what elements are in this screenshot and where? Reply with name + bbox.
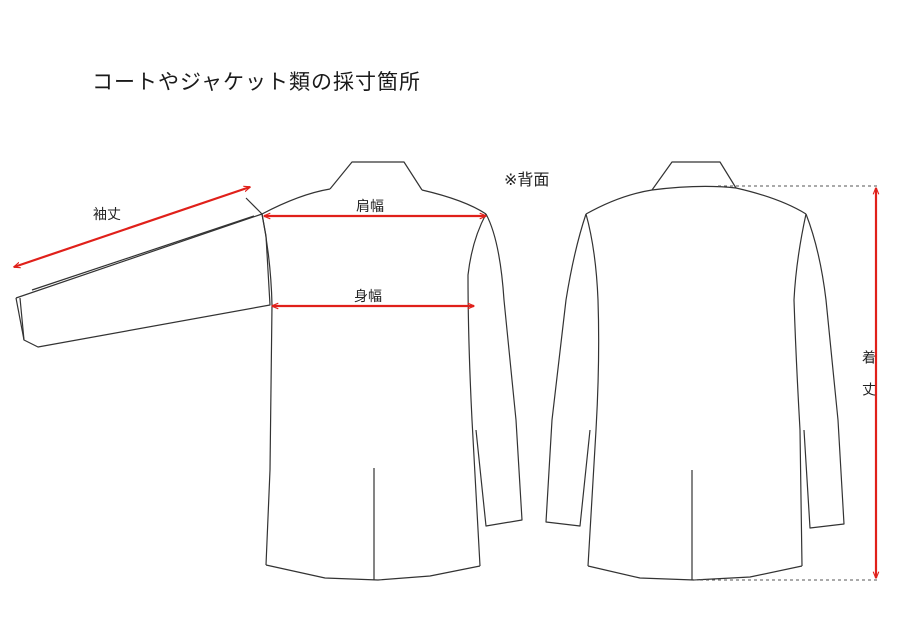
- sleeve-length-label: 袖丈: [93, 207, 121, 223]
- collar-right: [651, 161, 737, 191]
- sleeve-right-hanging: [475, 213, 523, 527]
- measurement-arrows: [14, 187, 876, 578]
- body-back-side-right: [793, 213, 807, 567]
- total-length-label: 着丈: [852, 350, 876, 426]
- body-side-left: [261, 213, 273, 566]
- shoulder-width-label: 肩幅: [356, 199, 384, 215]
- sleeve-back-left: [545, 213, 591, 527]
- body-side-right: [467, 213, 487, 567]
- back-view-note: ※背面: [504, 170, 550, 189]
- sleeve-left-raised: [15, 197, 271, 348]
- page-title: コートやジャケット類の採寸箇所: [92, 70, 421, 94]
- length-guides: [694, 185, 880, 581]
- jacket-left-outline: [15, 161, 523, 581]
- sleeve-back-right: [803, 213, 845, 529]
- body-back-side-left: [585, 213, 600, 567]
- hem-right: [587, 565, 803, 581]
- total-length-label-text: 着丈: [860, 350, 876, 414]
- collar-left: [329, 161, 423, 191]
- sleeve-cuff: [15, 297, 25, 341]
- hem-left: [265, 564, 481, 581]
- back-top-right: [585, 185, 807, 215]
- body-width-label: 身幅: [354, 289, 382, 305]
- jacket-right-outline: [545, 161, 845, 581]
- sleeve-length-arrow: [14, 187, 250, 267]
- sleeve-top-edge: [31, 215, 255, 291]
- back-top-left: [261, 188, 487, 215]
